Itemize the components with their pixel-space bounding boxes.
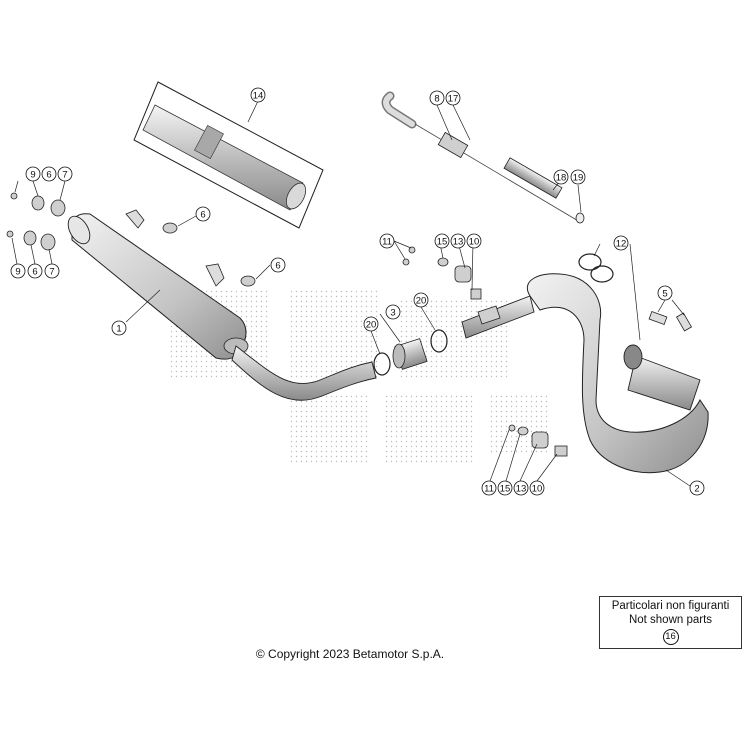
callout-11-top: 11 [379, 233, 395, 249]
svg-text:13: 13 [516, 484, 527, 495]
svg-text:9: 9 [15, 267, 20, 278]
callout-1: 1 [111, 320, 127, 336]
svg-text:11: 11 [484, 484, 494, 495]
svg-text:15: 15 [500, 484, 511, 495]
callout-10-bottom: 10 [529, 480, 545, 496]
svg-text:3: 3 [390, 308, 395, 319]
part-5-springs [648, 310, 693, 332]
callout-10-top: 10 [466, 233, 482, 249]
svg-text:6: 6 [200, 210, 205, 221]
callout-3: 3 [385, 304, 401, 320]
svg-text:5: 5 [662, 289, 667, 300]
svg-text:19: 19 [573, 173, 584, 184]
callout-6-bottom: 6 [27, 263, 43, 279]
callout-20-left: 20 [363, 316, 379, 332]
part-14-heat-shield-box [133, 81, 324, 229]
callout-8: 8 [429, 90, 445, 106]
callout-15-bottom: 15 [497, 480, 513, 496]
svg-text:1: 1 [116, 324, 121, 335]
svg-text:2: 2 [694, 484, 699, 495]
callout-17: 17 [445, 90, 461, 106]
part-2-header-pipe [527, 253, 709, 474]
svg-text:18: 18 [556, 173, 567, 184]
callout-2: 2 [689, 480, 705, 496]
callout-5: 5 [657, 285, 673, 301]
callout-14: 14 [250, 87, 266, 103]
parts-8-17-18-19 [381, 91, 585, 224]
callout-6-top: 6 [41, 166, 57, 182]
svg-text:8: 8 [434, 94, 439, 105]
svg-text:14: 14 [253, 91, 264, 102]
part-3-spring-coupler [392, 338, 428, 370]
svg-text:6: 6 [46, 170, 51, 181]
callout-18: 18 [553, 169, 569, 185]
callout-7-bottom: 7 [44, 263, 60, 279]
callout-16: 16 [662, 629, 679, 645]
svg-text:6: 6 [275, 261, 280, 272]
svg-text:17: 17 [448, 94, 459, 105]
callout-13-bottom: 13 [513, 480, 529, 496]
svg-text:9: 9 [30, 170, 35, 181]
svg-text:11: 11 [382, 237, 392, 248]
leader-lines [11, 100, 691, 487]
callout-7-top: 7 [57, 166, 73, 182]
svg-text:7: 7 [49, 267, 54, 278]
not-shown-parts-box: Particolari non figuranti Not shown part… [599, 596, 742, 649]
svg-text:20: 20 [416, 296, 427, 307]
callout-6-silencer-bottom: 6 [270, 257, 286, 273]
callout-13-top: 13 [450, 233, 466, 249]
callout-19: 19 [570, 169, 586, 185]
svg-text:10: 10 [469, 237, 480, 248]
watermark [170, 290, 550, 465]
svg-text:10: 10 [532, 484, 543, 495]
part-1-silencer [67, 209, 249, 360]
svg-text:12: 12 [616, 239, 627, 250]
callout-15-top: 15 [434, 233, 450, 249]
svg-text:20: 20 [366, 320, 377, 331]
callout-12: 12 [613, 235, 629, 251]
mount-hardware-left [6, 192, 256, 287]
callout-20-right: 20 [413, 292, 429, 308]
svg-text:6: 6 [32, 267, 37, 278]
callout-9-bottom: 9 [10, 263, 26, 279]
clamp-hardware [402, 246, 568, 457]
svg-text:13: 13 [453, 237, 464, 248]
callout-11-bottom: 11 [481, 480, 497, 496]
notes-line-english: Not shown parts [628, 614, 713, 626]
svg-text:15: 15 [437, 237, 448, 248]
svg-text:7: 7 [62, 170, 67, 181]
copyright-text: © Copyright 2023 Betamotor S.p.A. [255, 647, 445, 661]
callout-9-top: 9 [25, 166, 41, 182]
callout-6-silencer-top: 6 [195, 206, 211, 222]
notes-line-italian: Particolari non figuranti [611, 600, 730, 612]
